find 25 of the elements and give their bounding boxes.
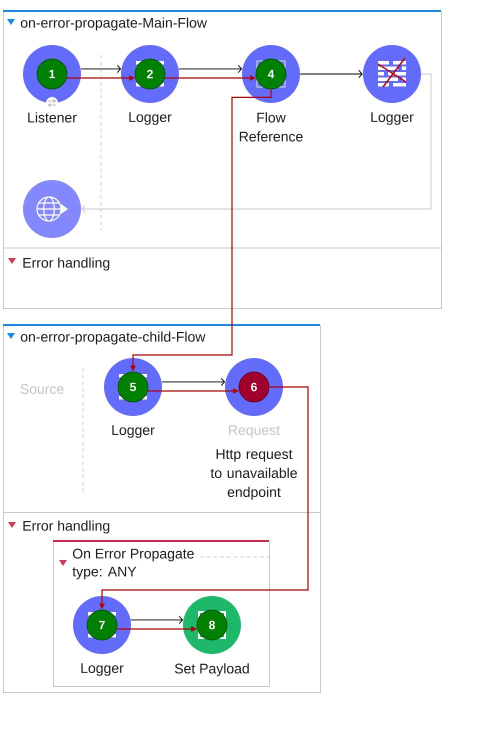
arrow [80, 64, 122, 74]
component-label: Listener [28, 112, 77, 123]
component-description: Http request to unavailable endpoint [210, 449, 297, 500]
component-label: Request [229, 425, 280, 438]
placeholder-text: Source [20, 384, 64, 394]
component-label: Logger [371, 112, 414, 125]
component-label: Logger [81, 663, 124, 676]
component-circle [23, 180, 81, 238]
step-badge: 6 [238, 372, 270, 402]
arrow [161, 378, 226, 386]
step-badge: 7 [86, 610, 118, 640]
step-badge: 4 [256, 58, 286, 90]
component-label: Set Payload [174, 663, 249, 676]
arrow [178, 64, 242, 74]
step-badge: 1 [36, 58, 68, 90]
component-label: Logger [129, 112, 172, 125]
arrow [130, 616, 184, 624]
step-badge: 8 [196, 610, 228, 640]
section-heading: Error handling [23, 257, 110, 271]
step-badge: 5 [118, 372, 148, 402]
component-label: Flow Reference [240, 112, 303, 142]
component-label: Logger [112, 425, 155, 438]
step-badge: 2 [134, 58, 166, 90]
arrow [300, 70, 363, 78]
arrow [81, 74, 432, 214]
